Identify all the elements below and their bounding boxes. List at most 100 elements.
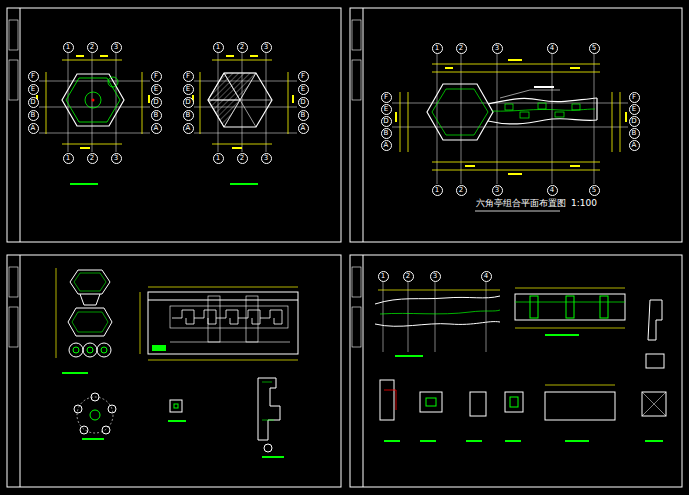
axis-number: F [29, 72, 38, 81]
axis-number: E [184, 85, 193, 94]
axis-number: 3 [112, 154, 121, 163]
axis-number: E [299, 85, 308, 94]
axis-bubble: 3 [261, 42, 272, 53]
axis-bubble: 4 [481, 271, 492, 282]
axis-number: 3 [112, 43, 121, 52]
axis-bubble: F [151, 71, 162, 82]
axis-number: 2 [88, 43, 97, 52]
axis-number: 3 [493, 44, 502, 53]
axis-number: D [184, 98, 193, 107]
axis-number: 1 [64, 154, 73, 163]
axis-number: 2 [238, 154, 247, 163]
axis-bubble: 2 [237, 153, 248, 164]
axis-bubble: A [151, 123, 162, 134]
axis-bubble: F [183, 71, 194, 82]
axis-bubble: 1 [213, 42, 224, 53]
axis-number: 4 [548, 186, 557, 195]
axis-bubble: A [183, 123, 194, 134]
axis-bubble: 3 [111, 153, 122, 164]
axis-number: 2 [457, 44, 466, 53]
axis-bubble: 3 [430, 271, 441, 282]
axis-number: A [630, 141, 639, 150]
axis-bubble: F [381, 92, 392, 103]
axis-bubble: 3 [492, 43, 503, 54]
axis-number: 4 [482, 272, 491, 281]
axis-bubble: B [151, 110, 162, 121]
axis-bubble: 2 [237, 42, 248, 53]
axis-bubble: 3 [111, 42, 122, 53]
axis-bubble: A [28, 123, 39, 134]
axis-bubble: 2 [87, 42, 98, 53]
axis-number: 3 [431, 272, 440, 281]
axis-bubble: E [28, 84, 39, 95]
axis-number: B [184, 111, 193, 120]
axis-number: A [382, 141, 391, 150]
axis-bubble: D [629, 116, 640, 127]
axis-bubble: 1 [63, 153, 74, 164]
axis-number: F [299, 72, 308, 81]
axis-number: B [382, 129, 391, 138]
axis-bubble: E [151, 84, 162, 95]
axis-bubble: E [183, 84, 194, 95]
axis-number: D [152, 98, 161, 107]
axis-bubble: E [381, 104, 392, 115]
axis-number: E [29, 85, 38, 94]
axis-bubble: 2 [456, 185, 467, 196]
axis-bubble: A [629, 140, 640, 151]
axis-bubble: D [183, 97, 194, 108]
axis-bubble: 1 [63, 42, 74, 53]
axis-number: 2 [238, 43, 247, 52]
axis-bubble: B [381, 128, 392, 139]
axis-number: 1 [214, 154, 223, 163]
axis-number: D [29, 98, 38, 107]
axis-bubble: B [183, 110, 194, 121]
axis-number: E [382, 105, 391, 114]
axis-bubble: B [298, 110, 309, 121]
axis-number: A [299, 124, 308, 133]
axis-number: 1 [433, 186, 442, 195]
axis-number: D [299, 98, 308, 107]
axis-number: B [152, 111, 161, 120]
axis-bubble: B [629, 128, 640, 139]
axis-number: 2 [457, 186, 466, 195]
axis-number: E [630, 105, 639, 114]
axis-number: 2 [88, 154, 97, 163]
axis-bubble: 1 [432, 43, 443, 54]
axis-number: B [299, 111, 308, 120]
axis-number: 4 [548, 44, 557, 53]
axis-bubble: 2 [403, 271, 414, 282]
axis-bubble: 4 [547, 185, 558, 196]
axis-bubble: 1 [378, 271, 389, 282]
axis-number: 5 [590, 44, 599, 53]
axis-number: B [29, 111, 38, 120]
axis-bubble: 2 [87, 153, 98, 164]
axis-bubble: 3 [261, 153, 272, 164]
axis-bubble: 2 [456, 43, 467, 54]
axis-number: D [382, 117, 391, 126]
axis-number: A [184, 124, 193, 133]
axis-bubble: B [28, 110, 39, 121]
axis-number: 1 [433, 44, 442, 53]
axis-bubble: E [629, 104, 640, 115]
drawing-title: 六角亭组合平面布置图 [475, 198, 567, 209]
axis-number: 1 [214, 43, 223, 52]
axis-number: D [630, 117, 639, 126]
axis-bubble: 4 [547, 43, 558, 54]
axis-number: F [184, 72, 193, 81]
axis-bubble: F [629, 92, 640, 103]
axis-number: B [630, 129, 639, 138]
axis-bubble: 1 [432, 185, 443, 196]
axis-number: 3 [262, 154, 271, 163]
axis-bubble: A [381, 140, 392, 151]
axis-number: F [630, 93, 639, 102]
axis-number: A [29, 124, 38, 133]
axis-bubble: F [28, 71, 39, 82]
axis-number: 1 [64, 43, 73, 52]
axis-bubble: 5 [589, 43, 600, 54]
axis-number: A [152, 124, 161, 133]
axis-number: E [152, 85, 161, 94]
axis-bubble: E [298, 84, 309, 95]
scale-note: 1:100 [570, 198, 598, 209]
axis-number: 3 [262, 43, 271, 52]
